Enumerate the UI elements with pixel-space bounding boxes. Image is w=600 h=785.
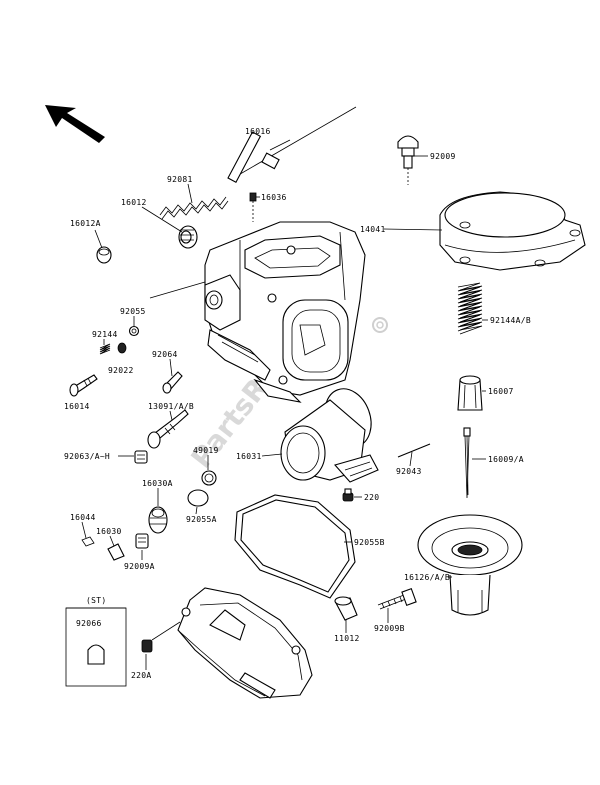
label-92055: 92055 <box>120 307 146 316</box>
part-16126AB-piston <box>417 514 523 616</box>
label-92063AH: 92063/A~H <box>64 452 110 461</box>
label-92081: 92081 <box>167 175 193 184</box>
label-92064: 92064 <box>152 350 178 359</box>
label-92009A: 92009A <box>124 562 155 571</box>
part-14041-cover <box>439 191 586 271</box>
label-92066: 92066 <box>76 619 102 628</box>
front-arrow-icon <box>45 105 105 143</box>
part-49019 <box>201 470 217 486</box>
label-16031: 16031 <box>236 452 262 461</box>
label-220A: 220A <box>131 671 151 680</box>
part-92043-pin <box>397 443 431 458</box>
label-16126AB: 16126/A/B <box>404 573 450 582</box>
part-220 <box>342 488 354 502</box>
part-16009A-needle <box>463 427 471 499</box>
part-92063AH <box>134 450 148 464</box>
part-92055-oring <box>128 281 206 337</box>
part-92055A-oring <box>187 489 209 507</box>
part-16030 <box>107 543 125 561</box>
part-92009A <box>135 533 149 549</box>
label-16030A: 16030A <box>142 479 173 488</box>
label-16044: 16044 <box>70 513 96 522</box>
part-220A <box>141 621 181 653</box>
label-11012: 11012 <box>334 634 360 643</box>
label-92009: 92009 <box>430 152 456 161</box>
label-16016: 16016 <box>245 127 271 136</box>
label-16012A: 16012A <box>70 219 101 228</box>
label-92009B: 92009B <box>374 624 405 633</box>
part-92144-spring <box>99 343 111 355</box>
watermark-gear-icon <box>372 317 388 333</box>
part-16007 <box>457 375 483 411</box>
label-92055A: 92055A <box>186 515 217 524</box>
label-49019: 49019 <box>193 446 219 455</box>
part-16016 <box>227 106 357 183</box>
part-16044 <box>81 536 95 547</box>
label-92043: 92043 <box>396 467 422 476</box>
part-16014 <box>69 374 98 397</box>
part-92144AB-spring <box>457 282 483 335</box>
label-92022: 92022 <box>108 366 134 375</box>
label-92055B: 92055B <box>354 538 385 547</box>
part-16012A <box>96 246 112 264</box>
part-13091AB <box>147 409 189 449</box>
st-box <box>65 607 127 687</box>
label-st: (ST) <box>86 596 106 605</box>
label-16009A: 16009/A <box>488 455 524 464</box>
label-14041: 14041 <box>360 225 386 234</box>
label-92144: 92144 <box>92 330 118 339</box>
label-16030: 16030 <box>96 527 122 536</box>
part-92064 <box>162 371 183 394</box>
label-220: 220 <box>364 493 379 502</box>
label-16007: 16007 <box>488 387 514 396</box>
part-16030A <box>148 506 168 534</box>
label-92144AB: 92144A/B <box>490 316 531 325</box>
part-16036 <box>249 192 257 222</box>
label-13091AB: 13091/A/B <box>148 402 194 411</box>
part-16031-piston <box>280 388 379 483</box>
part-92009-screw <box>397 135 419 185</box>
label-16014: 16014 <box>64 402 90 411</box>
part-11012 <box>334 596 358 621</box>
part-92066-cap <box>87 644 105 665</box>
part-92009B-screw <box>377 588 417 610</box>
label-16012: 16012 <box>121 198 147 207</box>
label-16036: 16036 <box>261 193 287 202</box>
part-16012 <box>178 225 198 249</box>
part-92081-spring <box>159 196 229 220</box>
part-92055B-gasket <box>234 494 356 599</box>
carburetor-body <box>204 221 366 403</box>
part-92022 <box>117 342 127 354</box>
float-bowl <box>177 587 313 699</box>
